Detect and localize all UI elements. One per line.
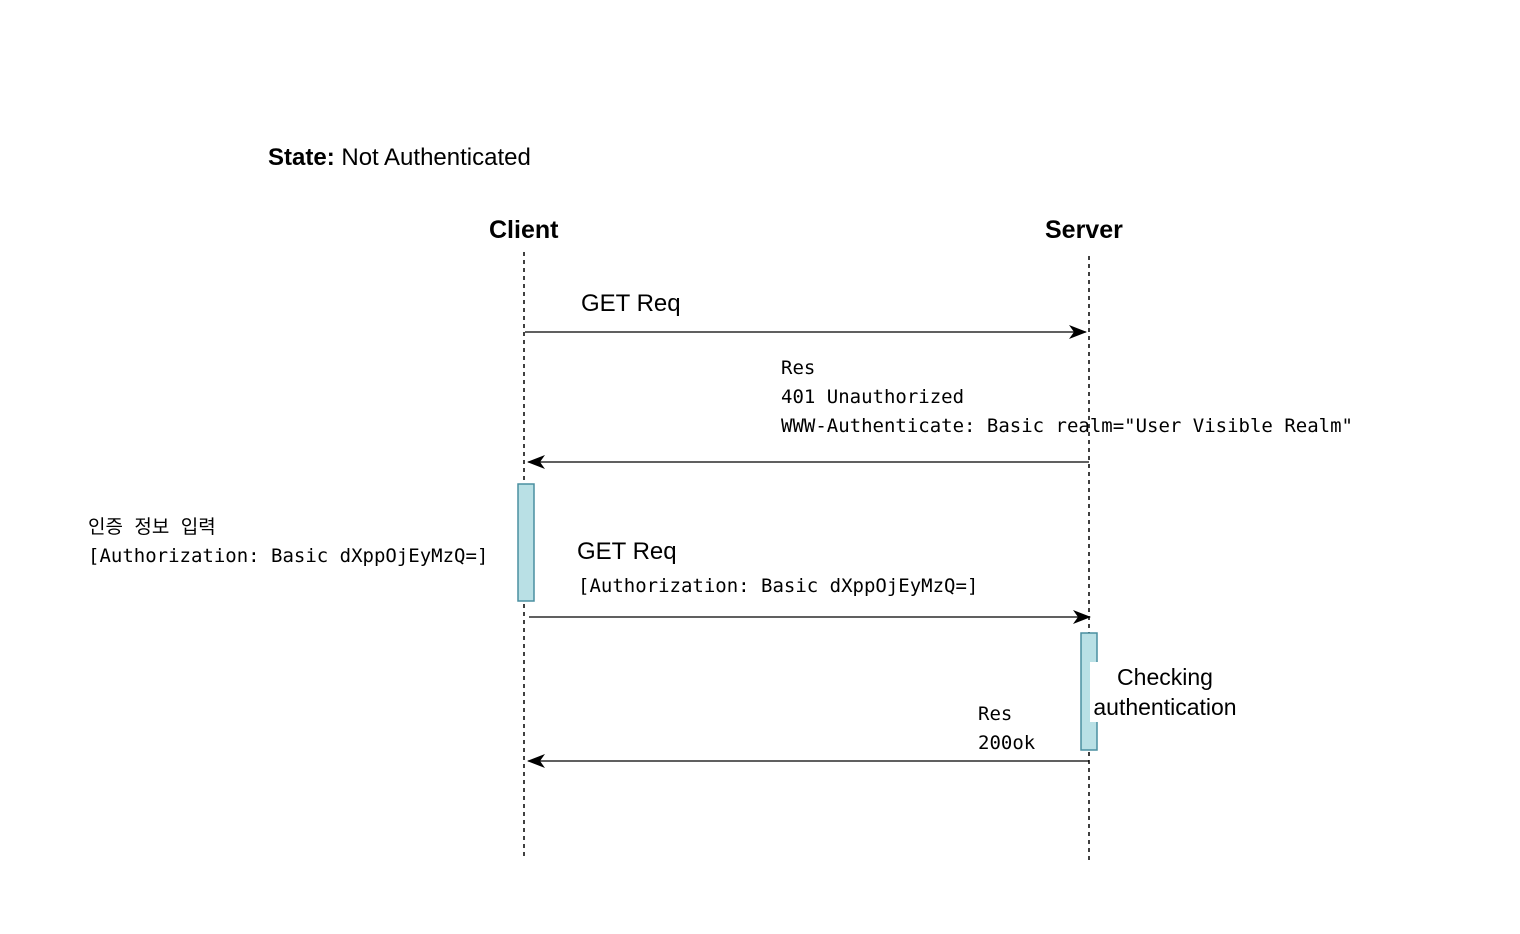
- note-line: Checking: [1090, 662, 1240, 692]
- note-line: 인증 정보 입력: [88, 516, 216, 538]
- unauthorized-response-label: Res 401 Unauthorized WWW-Authenticate: B…: [781, 354, 1353, 441]
- response-line: Res: [978, 703, 1013, 725]
- note-line: authentication: [1090, 692, 1240, 722]
- state-label: State: Not Authenticated: [268, 144, 531, 172]
- state-value: Not Authenticated: [334, 144, 531, 171]
- get-request-label: GET Req: [581, 290, 681, 317]
- server-check-note: Checking authentication: [1090, 662, 1240, 722]
- client-input-note: 인증 정보 입력 [Authorization: Basic dXppOjEyM…: [88, 513, 488, 571]
- ok-response-label: Res 200ok: [978, 700, 1035, 758]
- note-line: [Authorization: Basic dXppOjEyMzQ=]: [88, 545, 489, 567]
- participant-client: Client: [489, 216, 559, 244]
- response-line: 200ok: [978, 732, 1036, 754]
- authorized-request-label: GET Req: [577, 538, 677, 565]
- participant-server: Server: [1045, 216, 1123, 244]
- response-line: WWW-Authenticate: Basic realm="User Visi…: [781, 415, 1353, 437]
- response-line: 401 Unauthorized: [781, 386, 965, 408]
- client-activation-bar: [517, 483, 535, 602]
- response-line: Res: [781, 357, 816, 379]
- authorized-request-header: [Authorization: Basic dXppOjEyMzQ=]: [578, 575, 979, 597]
- state-key: State:: [268, 144, 335, 171]
